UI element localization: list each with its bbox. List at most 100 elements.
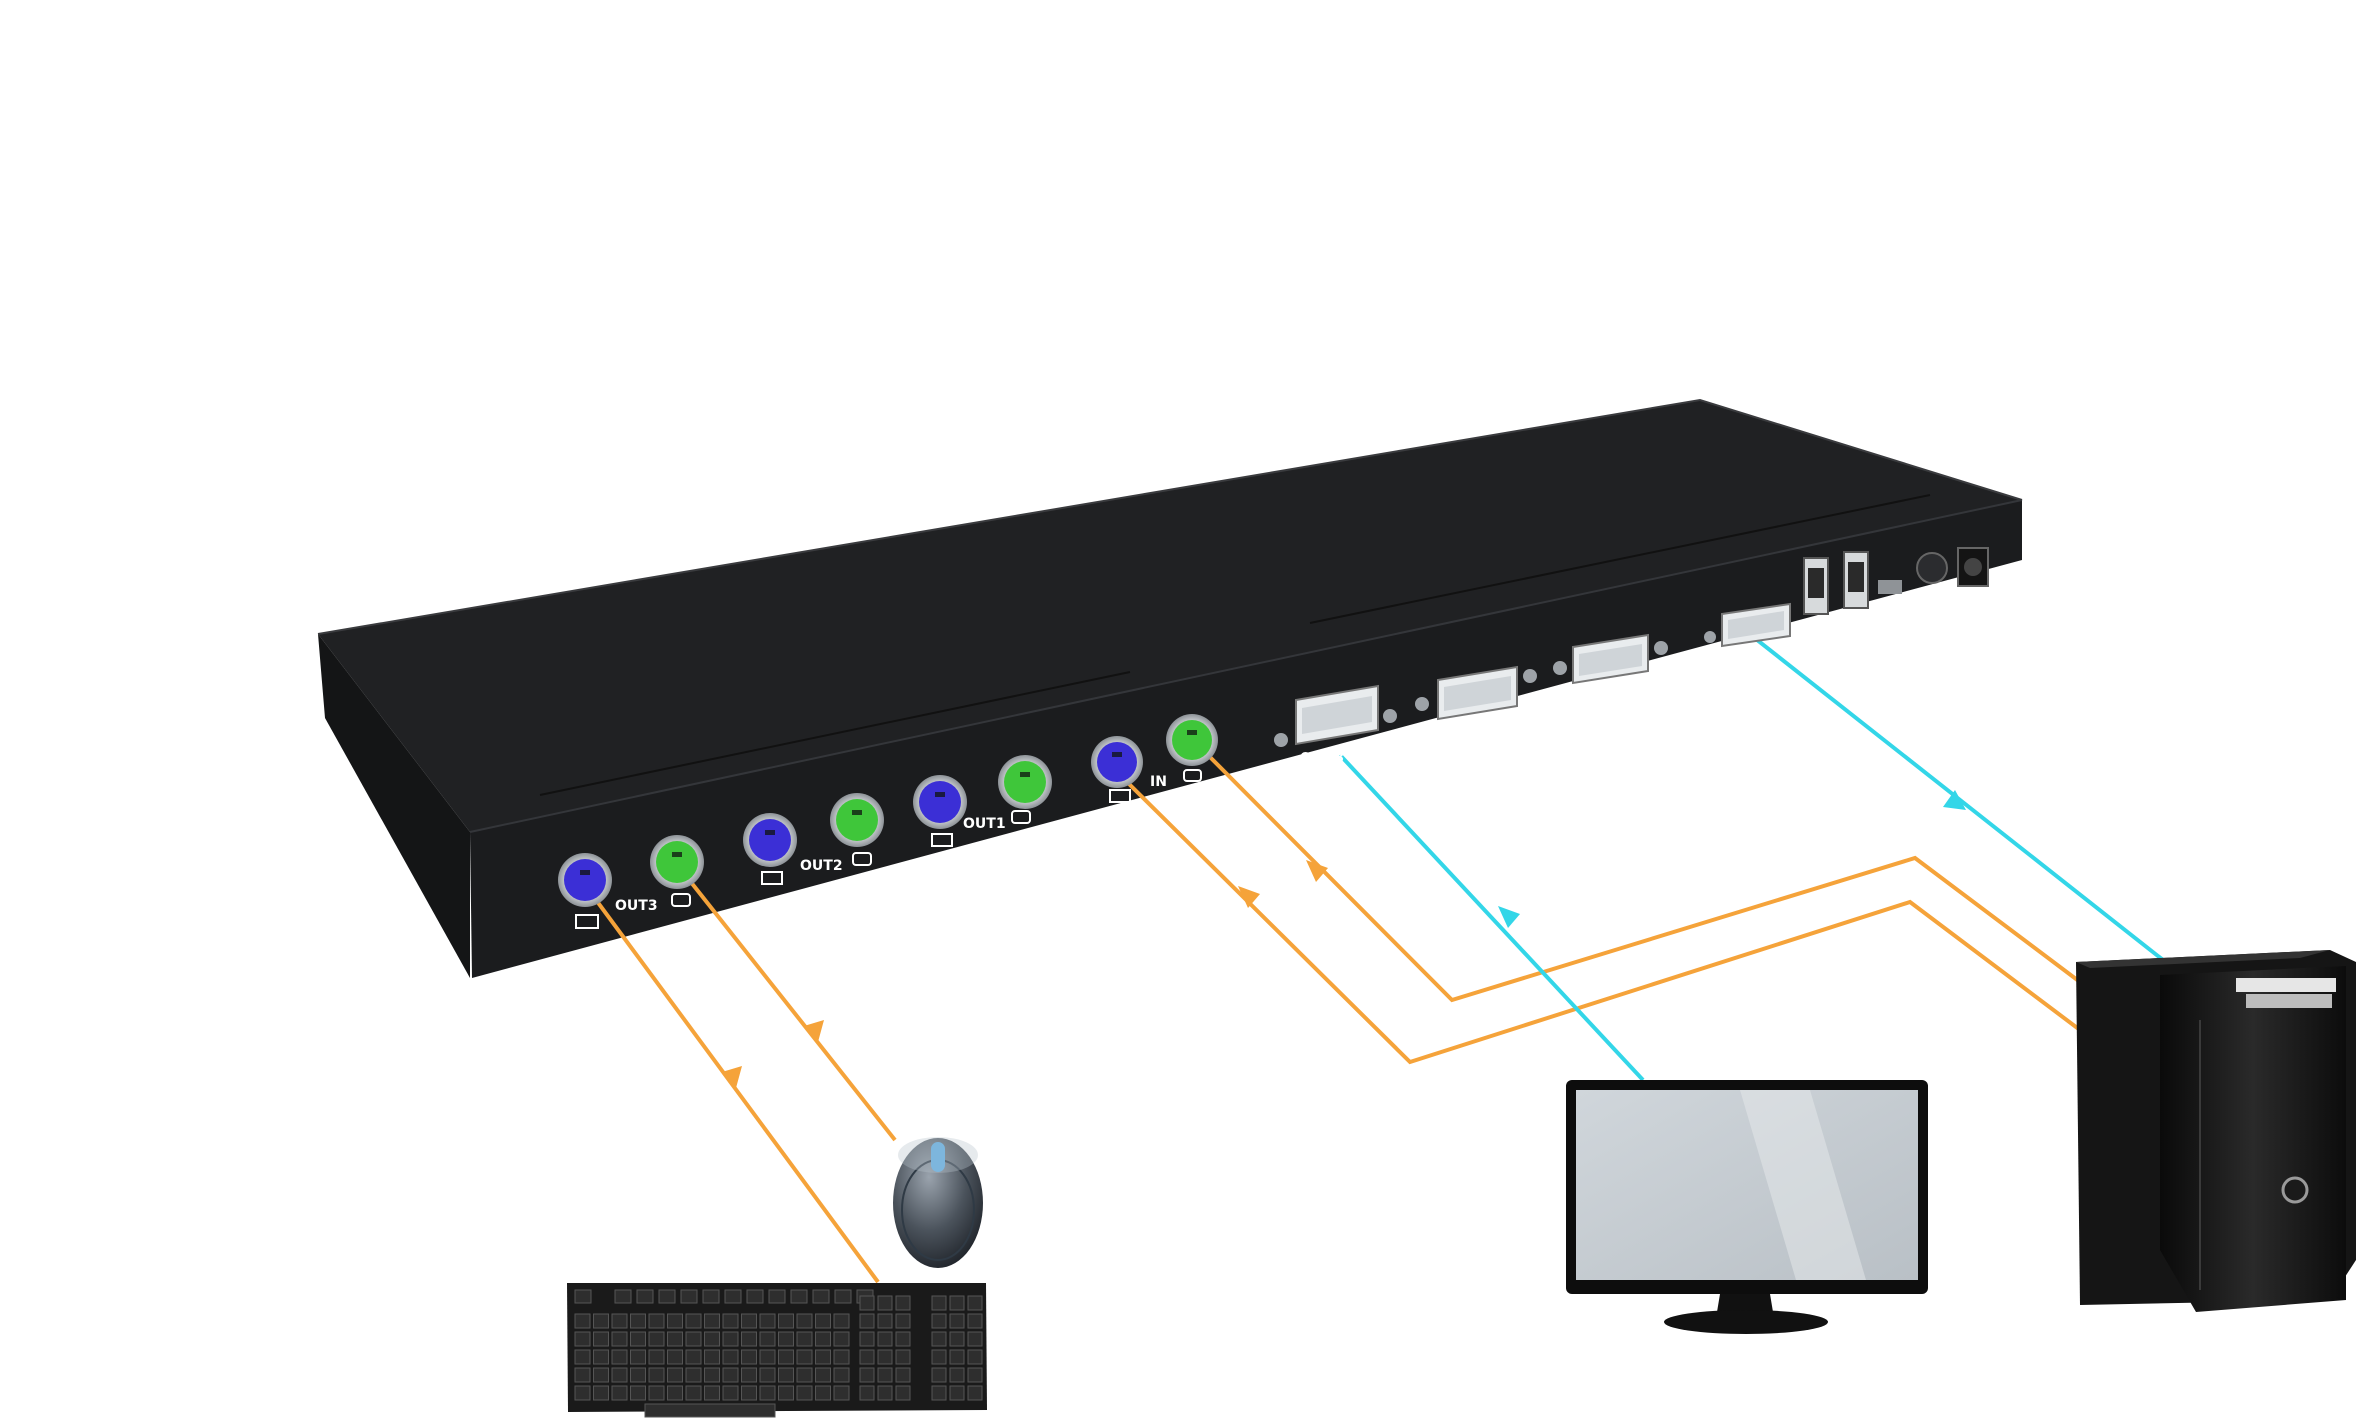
keyboard-key [658,1289,676,1304]
mouse-cable-arrow [804,1020,824,1042]
keyboard-key [895,1295,911,1311]
keyboard-key [667,1313,683,1329]
keyboard-key [859,1331,875,1347]
keyboard-key [680,1289,698,1304]
keyboard-key [702,1289,720,1304]
keyboard-key [778,1385,794,1401]
chassis-left-side [318,634,470,978]
keyboard-key [877,1367,893,1383]
keyboard-key [833,1367,850,1383]
keyboard-key [593,1331,609,1347]
keyboard-key [704,1385,720,1401]
keyboard-key [815,1331,831,1347]
keyboard-key [648,1313,665,1329]
dc-power-jack: DC 12V [1950,547,2003,608]
keyboard-icon [761,871,783,885]
dvi-out2-port: OUT 2 [1415,665,1537,741]
keyboard-key [895,1331,911,1347]
keyboard-key [630,1367,646,1383]
keyboard-key [667,1331,683,1347]
keyboard-key [611,1367,628,1383]
keyboard-key [574,1385,591,1401]
keyboard-key [967,1349,983,1365]
keyboard-key [741,1367,757,1383]
keyboard-key [722,1313,739,1329]
md-port: M/D [1916,552,1949,612]
keyboard-key [685,1313,702,1329]
keyboard-key [859,1313,875,1329]
keyboard-key [574,1313,591,1329]
ps2-out3-mouse-port [650,835,704,889]
keyboard-cable-arrow [722,1066,742,1088]
keyboard-keys [574,1289,983,1418]
mouse-icon [671,893,691,907]
keyboard-key [949,1331,965,1347]
keyboard-key [859,1367,875,1383]
keyboard-key [593,1385,609,1401]
computer-keyboard-cable [1118,773,2082,1065]
keyboard-key [796,1385,813,1401]
keyboard-key [949,1367,965,1383]
keyboard-key [877,1295,893,1311]
keyboard-key [704,1367,720,1383]
keyboard-key [574,1289,592,1304]
keyboard-key [778,1331,794,1347]
dvi-out3-port: OUT 3 [1274,684,1397,766]
keyboard-key [667,1349,683,1365]
ps2-label-out2: OUT2 [800,858,843,874]
keyboard-key [759,1349,776,1365]
com2-port: COM2 [1837,551,1880,634]
keyboard [567,1283,987,1418]
keyboard-key [611,1331,628,1347]
ps2-out2-keyboard-port [743,813,797,867]
keyboard-key [877,1385,893,1401]
computer-video-cable-arrow [1943,790,1966,810]
keyboard-key [796,1331,813,1347]
computer-mouse-cable-arrow [1306,860,1328,882]
keyboard-key [648,1385,665,1401]
keyboard-key [741,1349,757,1365]
keyboard-key [768,1289,786,1304]
keyboard-key [759,1367,776,1383]
keyboard-key [704,1313,720,1329]
keyboard-key [704,1331,720,1347]
keyboard-key [574,1367,591,1383]
keyboard-key [967,1313,983,1329]
dvi-label-in: IN [1734,649,1750,664]
keyboard-key [630,1313,646,1329]
dvi-out1-port: OUT 1 [1553,633,1668,706]
keyboard-key [574,1331,591,1347]
ps2-in-mouse-port [1166,714,1218,766]
monitor-video-cable-arrow [1498,906,1520,928]
monitor [1566,1080,1928,1334]
keyboard-key [630,1385,646,1401]
keyboard-key [815,1349,831,1365]
com1-port: COM1 [1798,557,1841,644]
keyboard-key [722,1367,739,1383]
keyboard-key [636,1289,654,1304]
keyboard-key [931,1367,947,1383]
keyboard-key [796,1367,813,1383]
dvi-label-out3: OUT 3 [1300,751,1344,766]
keyboard-key [648,1349,665,1365]
dvi-label-out2: OUT 2 [1445,726,1489,741]
keyboard-key [877,1349,893,1365]
keyboard-key [759,1385,776,1401]
mouse-icon [1183,769,1202,782]
keyboard-key [796,1349,813,1365]
ps2-label-out1: OUT1 [963,816,1006,832]
keyboard-key [704,1349,720,1365]
ps2-label-in: IN [1150,774,1167,790]
rear-label-dc12v: DC 12V [1950,593,2003,608]
keyboard-key [724,1289,742,1304]
keyboard-key [593,1349,609,1365]
keyboard-key [778,1313,794,1329]
keyboard-key [949,1385,965,1401]
keyboard-key [778,1367,794,1383]
keyboard-key [685,1331,702,1347]
keyboard-key [630,1331,646,1347]
keyboard-key [895,1385,911,1401]
keyboard-key [685,1349,702,1365]
ps2-label-out3: OUT3 [615,898,658,914]
